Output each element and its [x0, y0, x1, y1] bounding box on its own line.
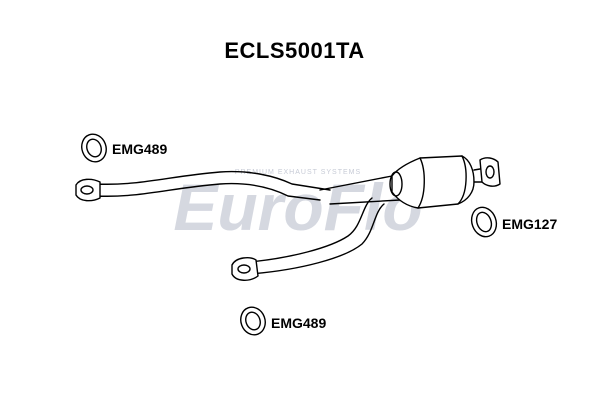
- flange-icon: [231, 257, 259, 281]
- flange-icon: [75, 178, 101, 202]
- part-number-title: ECLS5001TA: [224, 38, 365, 63]
- watermark-brand: EuroFlo: [173, 170, 422, 240]
- part-label: EMG127: [502, 216, 558, 232]
- catalytic-converter: [389, 155, 475, 209]
- flange-icon: [479, 157, 501, 187]
- gasket-ring-icon: [240, 306, 266, 336]
- upper-pipe: [95, 170, 331, 201]
- watermark-tagline: PREMIUM EXHAUST SYSTEMS: [235, 169, 361, 176]
- part-label: EMG489: [112, 141, 168, 157]
- gasket-ring-icon: [81, 133, 107, 163]
- pipe-junction: [319, 175, 401, 205]
- gasket-ring-icon: [470, 206, 498, 238]
- euroflo-watermark-logo: PREMIUM EXHAUST SYSTEMS EuroFlo: [173, 169, 422, 240]
- lower-pipe: [249, 197, 385, 275]
- part-label: EMG489: [271, 315, 327, 331]
